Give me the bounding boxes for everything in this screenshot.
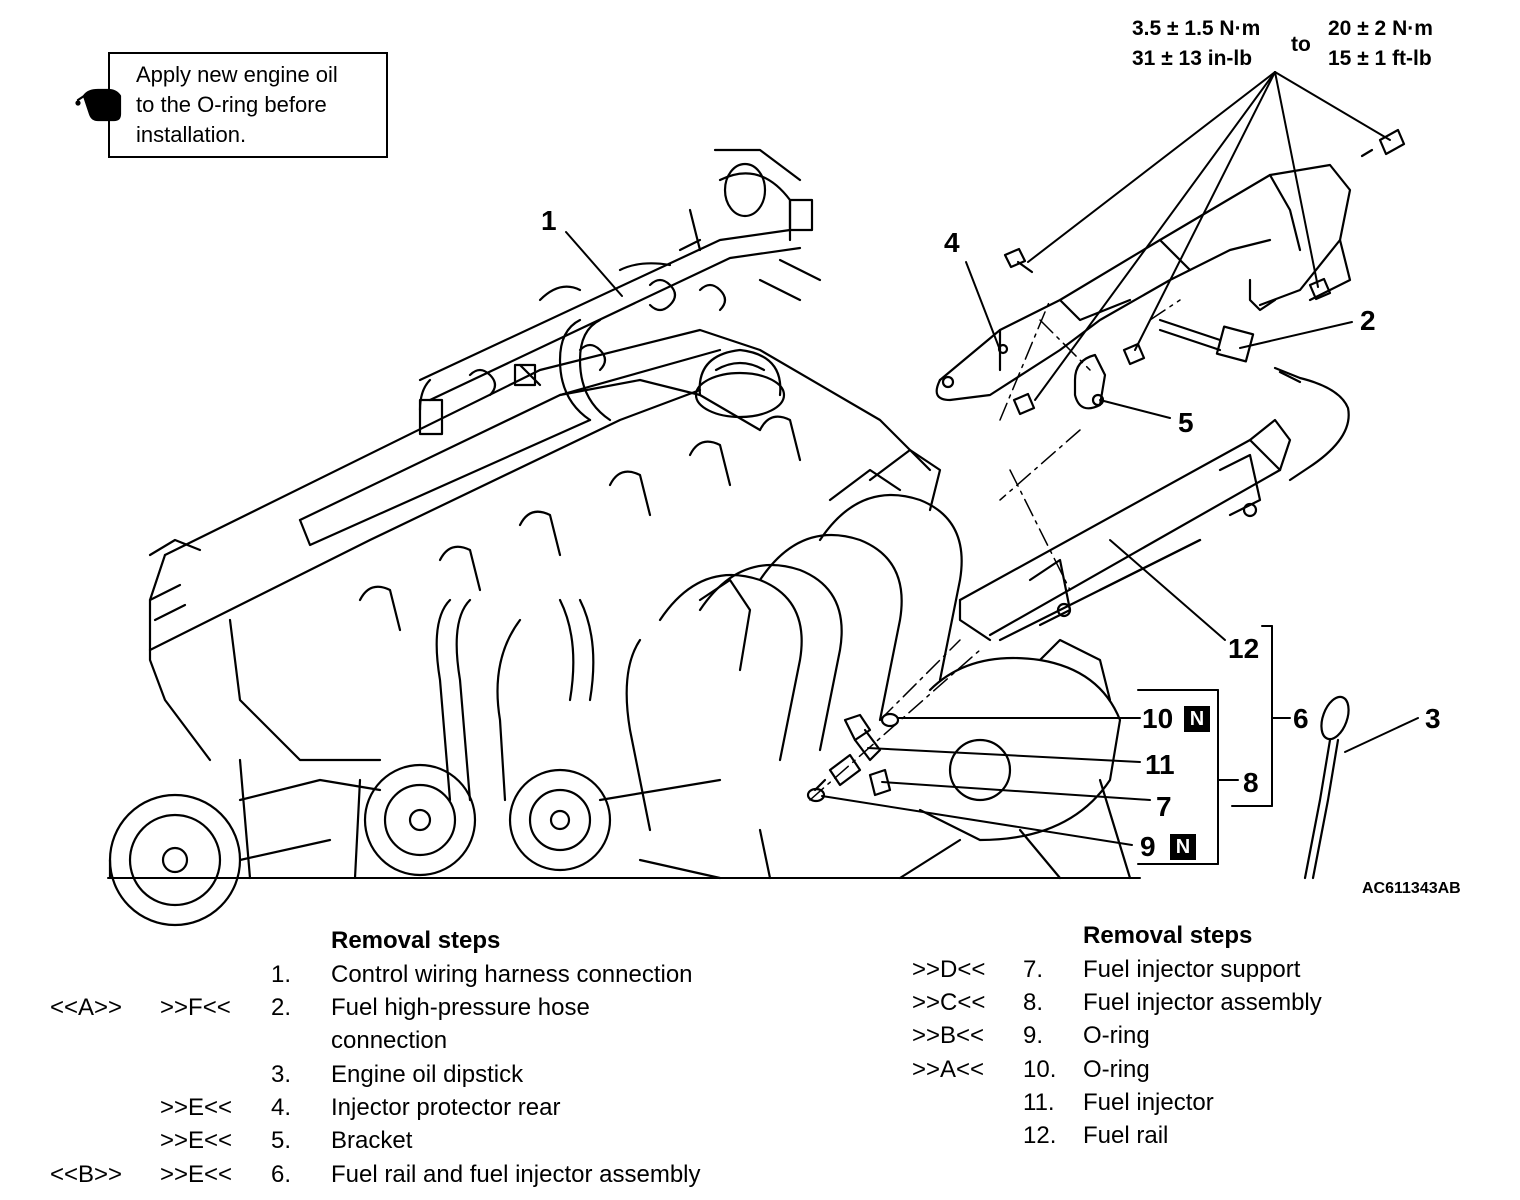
callout-12: 12 bbox=[1228, 633, 1260, 664]
step-9-num: 9. bbox=[1023, 1022, 1044, 1049]
callout-2: 2 bbox=[1360, 305, 1376, 336]
callout-4: 4 bbox=[944, 227, 960, 258]
step-4-num: 4. bbox=[271, 1094, 292, 1121]
torque-low-inlb: 31 ± 13 in-lb bbox=[1132, 47, 1253, 70]
step-2-code1: <<A>> bbox=[50, 994, 123, 1021]
step-12-text: Fuel rail bbox=[1083, 1122, 1169, 1149]
injector-protector-rear bbox=[935, 163, 1352, 402]
step-6-text: Fuel rail and fuel injector assembly bbox=[331, 1161, 701, 1188]
torque-to: to bbox=[1291, 33, 1311, 56]
step-10-num: 10. bbox=[1023, 1056, 1057, 1083]
oil-note-box bbox=[108, 52, 388, 158]
step-6-code2: >>E<< bbox=[160, 1161, 233, 1188]
fuel-injector-assembly bbox=[806, 712, 900, 803]
step-2-text-cont: connection bbox=[331, 1027, 448, 1054]
callout-1: 1 bbox=[541, 205, 557, 236]
note-line-2: to the O-ring before bbox=[136, 92, 327, 117]
step-10-code: >>A<< bbox=[912, 1056, 985, 1083]
engine-oil-dipstick bbox=[1303, 695, 1350, 880]
alignment-lines bbox=[809, 299, 1181, 801]
removal-steps-heading-left: Removal steps bbox=[331, 927, 501, 954]
step-12-num: 12. bbox=[1023, 1122, 1057, 1149]
step-3-num: 3. bbox=[271, 1061, 292, 1088]
step-4-code2: >>E<< bbox=[160, 1094, 233, 1121]
step-8-num: 8. bbox=[1023, 989, 1044, 1016]
note-line-3: installation. bbox=[136, 122, 247, 147]
torque-high-nm: 20 ± 2 N·m bbox=[1328, 17, 1433, 40]
step-9-code: >>B<< bbox=[912, 1022, 985, 1049]
step-5-text: Bracket bbox=[331, 1127, 413, 1154]
callout-3: 3 bbox=[1425, 703, 1441, 734]
step-9-text: O-ring bbox=[1083, 1022, 1150, 1049]
callout-10: 10 bbox=[1142, 703, 1174, 734]
callout-6: 6 bbox=[1293, 703, 1309, 734]
step-1-num: 1. bbox=[271, 961, 292, 988]
step-2-num: 2. bbox=[271, 994, 292, 1021]
callout-10-n-badge: N bbox=[1184, 706, 1210, 732]
step-6-code1: <<B>> bbox=[50, 1161, 123, 1188]
figure-id: AC611343AB bbox=[1362, 880, 1461, 897]
step-1-text: Control wiring harness connection bbox=[331, 961, 693, 988]
fuel-rail bbox=[958, 418, 1292, 642]
step-2-code2: >>F<< bbox=[160, 994, 231, 1021]
step-5-code2: >>E<< bbox=[160, 1127, 233, 1154]
engine-block bbox=[107, 328, 1141, 927]
step-10-text: O-ring bbox=[1083, 1056, 1150, 1083]
note-line-1: Apply new engine oil bbox=[136, 62, 338, 87]
step-7-code: >>D<< bbox=[912, 956, 986, 983]
oil-can-icon bbox=[75, 88, 122, 122]
step-3-text: Engine oil dipstick bbox=[331, 1061, 524, 1088]
callout-9: 9 bbox=[1140, 831, 1156, 862]
callout-8: 8 bbox=[1243, 767, 1259, 798]
callout-11: 11 bbox=[1145, 749, 1175, 780]
callout-7: 7 bbox=[1156, 791, 1172, 822]
step-5-num: 5. bbox=[271, 1127, 292, 1154]
step-4-text: Injector protector rear bbox=[331, 1094, 561, 1121]
fuel-high-pressure-hose bbox=[1158, 318, 1350, 482]
callout-5: 5 bbox=[1178, 407, 1194, 438]
removal-steps-heading-right: Removal steps bbox=[1083, 922, 1253, 949]
step-7-num: 7. bbox=[1023, 956, 1044, 983]
torque-low-nm: 3.5 ± 1.5 N·m bbox=[1132, 17, 1261, 40]
step-8-code: >>C<< bbox=[912, 989, 986, 1016]
step-11-num: 11. bbox=[1023, 1089, 1055, 1116]
step-8-text: Fuel injector assembly bbox=[1083, 989, 1322, 1016]
leader-lines bbox=[565, 71, 1419, 865]
step-7-text: Fuel injector support bbox=[1083, 956, 1301, 983]
torque-high-ftlb: 15 ± 1 ft-lb bbox=[1328, 47, 1432, 70]
callout-9-n-badge: N bbox=[1170, 834, 1196, 860]
protector-bolts bbox=[1003, 128, 1406, 416]
control-wiring-harness bbox=[418, 148, 822, 436]
step-6-num: 6. bbox=[271, 1161, 292, 1188]
step-2-text: Fuel high-pressure hose bbox=[331, 994, 590, 1021]
step-11-text: Fuel injector bbox=[1083, 1089, 1214, 1116]
